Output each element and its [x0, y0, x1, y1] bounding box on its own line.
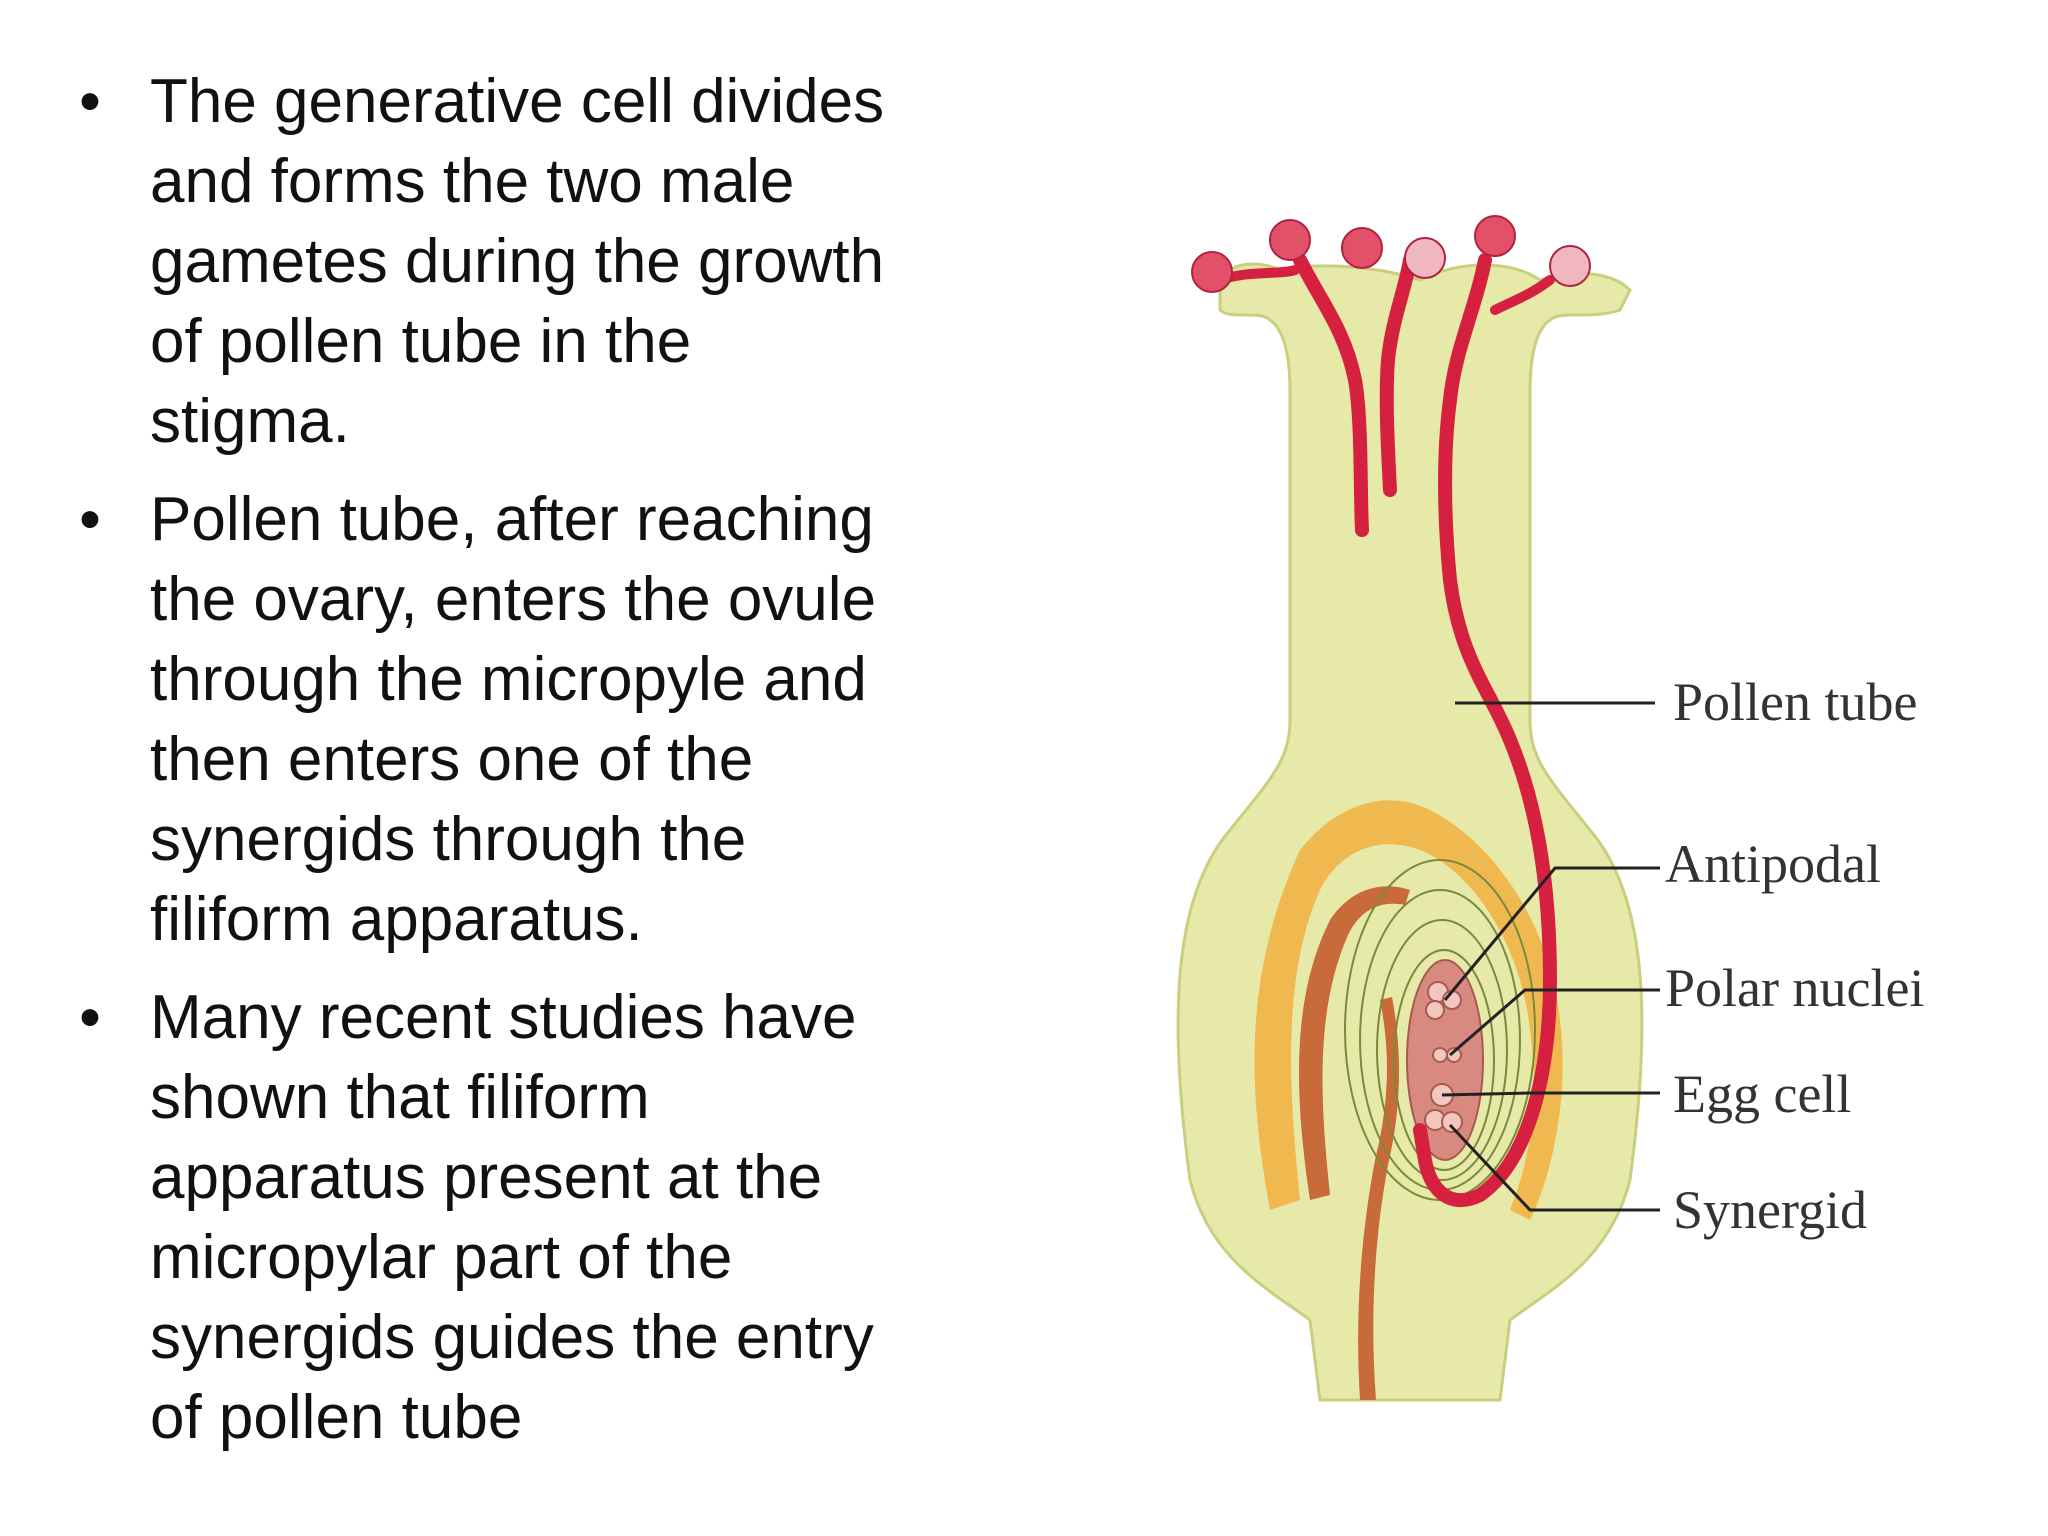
- pistil-diagram-svg: Pollen tube Antipodal Polar nuclei Egg c…: [1176, 215, 1924, 1402]
- pollen-tubes-short: [1293, 253, 1417, 537]
- label-antipodal: Antipodal: [1665, 834, 1881, 894]
- pollen-grains: [1191, 215, 1591, 293]
- bullet-text: The generative cell divides and forms th…: [150, 67, 885, 456]
- leader-lines: [1441, 701, 1660, 1212]
- label-polar-nuclei: Polar nuclei: [1665, 958, 1924, 1018]
- bullet-item-filiform-apparatus: • Many recent studies have shown that fi…: [70, 978, 1000, 1458]
- inner-integument: [1298, 886, 1410, 1200]
- pollen-tube-main: [1413, 253, 1558, 1207]
- bullet-text: Many recent studies have shown that fili…: [150, 983, 874, 1452]
- label-synergid: Synergid: [1673, 1180, 1867, 1240]
- bullet-icon: •: [79, 983, 101, 1052]
- funicle: [1358, 997, 1400, 1400]
- pistil-diagram: Pollen tube Antipodal Polar nuclei Egg c…: [1130, 200, 1990, 1430]
- bullet-icon: •: [79, 67, 101, 136]
- outer-integument: [1254, 800, 1563, 1220]
- bullet-icon: •: [79, 485, 101, 554]
- label-pollen-tube: Pollen tube: [1673, 672, 1917, 732]
- label-egg-cell: Egg cell: [1673, 1064, 1851, 1124]
- bullet-item-generative-cell: • The generative cell divides and forms …: [70, 62, 1000, 462]
- bullet-item-pollen-tube: • Pollen tube, after reaching the ovary,…: [70, 480, 1000, 960]
- bullet-list: • The generative cell divides and forms …: [70, 62, 1000, 1476]
- synergid-cells: [1424, 1109, 1463, 1133]
- polar-nuclei: [1432, 1047, 1462, 1063]
- bullet-text: Pollen tube, after reaching the ovary, e…: [150, 485, 877, 954]
